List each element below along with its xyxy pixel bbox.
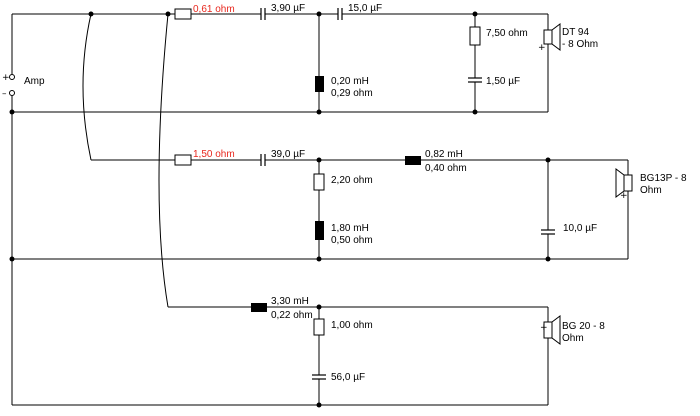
capacitor-mid-shunt [541,229,555,235]
label-tweeter-2: - 8 Ohm [562,39,598,50]
speaker-tweeter-icon: + [538,23,561,53]
capacitor-top-notch [468,77,482,83]
label-top-shunt-inductor-1: 0,20 mH [331,76,369,87]
label-tweeter-1: DT 94 [562,27,589,38]
label-mid-shunt-cap: 10,0 µF [563,223,597,234]
label-mid-series-cap: 39,0 µF [271,149,305,160]
amp-plus-sign: + [2,73,10,83]
speaker-midrange-icon: + [615,168,633,201]
label-mid-series-inductor-1: 0,82 mH [425,149,463,160]
label-top-shunt-inductor-2: 0,29 ohm [331,88,373,99]
label-woofer-1: BG 20 - 8 [562,321,605,332]
label-mid-shunt-inductor-1: 1,80 mH [331,223,369,234]
svg-text:+: + [538,43,546,53]
svg-text:+: + [540,323,548,333]
label-bottom-series-inductor-1: 3,30 mH [271,296,309,307]
inductor-mid-series [405,156,421,165]
resistor-mid-shunt [313,173,325,191]
label-top-notch-resistor: 7,50 ohm [486,28,528,39]
label-bottom-shunt-cap: 56,0 µF [331,372,365,383]
amp-terminal-positive [9,74,15,80]
junction-dots [9,11,551,408]
resistor-top-series [174,8,192,20]
label-bottom-series-inductor-2: 0,22 ohm [271,310,313,321]
speaker-woofer-icon: + [540,315,561,345]
svg-text:+: + [620,191,628,201]
resistor-bottom-shunt [313,318,325,336]
amp-minus-sign: – [2,89,7,99]
label-top-series-cap-2: 15,0 µF [348,3,382,14]
label-mid-shunt-inductor-2: 0,50 ohm [331,235,373,246]
resistor-top-notch [469,26,481,46]
capacitor-mid-series [260,154,266,166]
label-midrange-2: Ohm [640,185,662,196]
resistor-mid-series [174,154,192,166]
label-top-series-cap-1: 3,90 µF [271,3,305,14]
label-mid-series-inductor-2: 0,40 ohm [425,163,467,174]
label-top-notch-cap: 1,50 µF [486,76,520,87]
amp-label: Amp [24,76,45,87]
wires [11,13,629,406]
label-bottom-shunt-resistor: 1,00 ohm [331,320,373,331]
label-midrange-1: BG13P - 8 [640,173,687,184]
label-woofer-2: Ohm [562,333,584,344]
inductor-mid-shunt [315,221,324,240]
label-mid-series-resistor: 1,50 ohm [193,149,235,160]
inductor-bottom-series [251,303,267,312]
label-mid-shunt-resistor: 2,20 ohm [331,175,373,186]
capacitor-top-series-1 [260,8,266,20]
amp-terminal-negative [9,90,15,96]
capacitor-top-series-2 [337,8,343,20]
label-top-series-resistor: 0,61 ohm [193,4,235,15]
amp-terminals: + – Amp [2,73,45,99]
capacitor-bottom-shunt [312,374,326,380]
inductor-top-shunt [315,76,324,92]
